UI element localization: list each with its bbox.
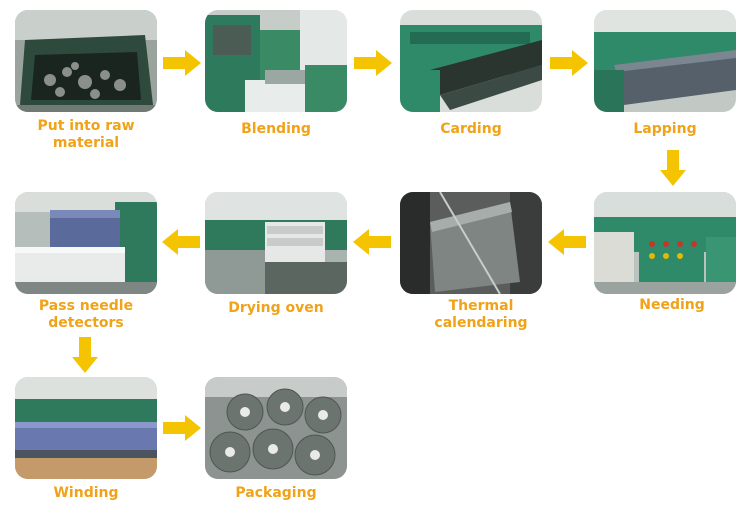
- arrow-left-7: [162, 229, 200, 255]
- step-2-photo: [205, 10, 347, 112]
- step-1-photo: [15, 10, 157, 112]
- step-4-label: Lapping: [633, 121, 697, 137]
- arrow-down-8: [72, 337, 98, 373]
- step-9-label: Winding: [53, 485, 119, 501]
- step-8-photo: [15, 192, 157, 294]
- step-7-photo: [205, 192, 347, 294]
- step-1-label: Put into raw material: [37, 118, 135, 151]
- arrow-down-4: [660, 150, 686, 186]
- step-7-label: Drying oven: [228, 300, 324, 316]
- step-6-photo: [400, 192, 542, 294]
- step-2-label: Blending: [241, 121, 311, 137]
- step-5-photo: [594, 192, 736, 294]
- step-4-photo: [594, 10, 736, 112]
- arrow-left-5: [548, 229, 586, 255]
- step-6-label: Thermal calendaring: [434, 298, 528, 331]
- arrow-right-2: [354, 50, 392, 76]
- step-8-label: Pass needle detectors: [38, 298, 134, 331]
- step-5-label: Needing: [639, 297, 705, 313]
- step-3-label: Carding: [440, 121, 502, 137]
- arrow-right-1: [163, 50, 201, 76]
- arrow-left-6: [353, 229, 391, 255]
- step-10-photo: [205, 377, 347, 479]
- step-10-label: Packaging: [235, 485, 317, 501]
- arrow-right-9: [163, 415, 201, 441]
- step-9-photo: [15, 377, 157, 479]
- step-3-photo: [400, 10, 542, 112]
- arrow-right-3: [550, 50, 588, 76]
